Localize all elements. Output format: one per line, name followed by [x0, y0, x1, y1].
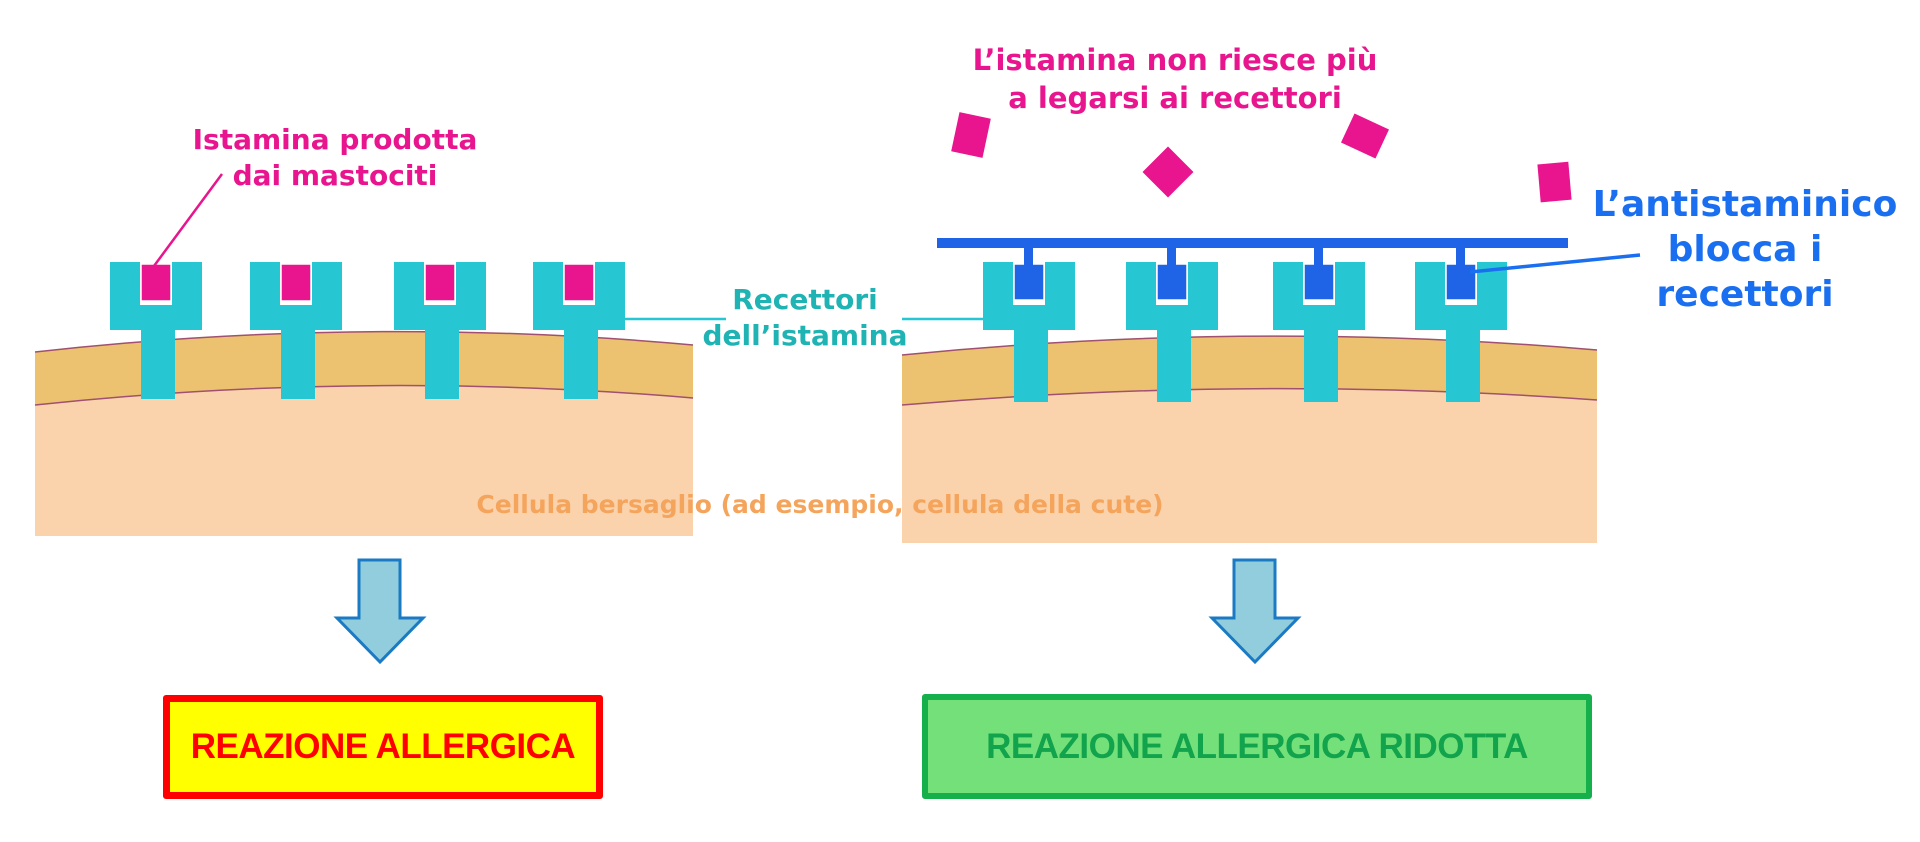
antihistamine-block: [1303, 263, 1335, 301]
reduced-reaction-text: REAZIONE ALLERGICA RIDOTTA: [986, 726, 1528, 766]
free-histamine: [1341, 113, 1389, 159]
histamine-cannot-bind-line-1: L’istamina non riesce più: [972, 43, 1378, 77]
histamine-cannot-bind-label: L’istamina non riesce più a legarsi ai r…: [960, 42, 1390, 117]
bound-histamine: [424, 263, 456, 302]
left-membrane-inner-edge: [34, 384, 694, 406]
allergic-reaction-text: REAZIONE ALLERGICA: [190, 727, 576, 766]
antihistamine-pointer-line: [1469, 253, 1641, 274]
free-histamine: [1142, 146, 1194, 198]
antihistamine-molecule: [937, 238, 1568, 268]
receptor: [983, 262, 1075, 402]
receptor: [533, 262, 625, 399]
histamine-produced-line-2: dai mastociti: [232, 159, 438, 193]
right-membrane-outer-edge: [901, 335, 1598, 356]
histamine-cannot-bind-line-2: a legarsi ai recettori: [1008, 80, 1342, 115]
allergic-reaction-box: REAZIONE ALLERGICA: [163, 695, 603, 799]
right-membrane: [902, 336, 1597, 405]
histamine-pointer-line: [152, 173, 224, 267]
bound-histamine: [140, 263, 172, 302]
antihistamine-connector: [1024, 246, 1033, 268]
receptors-line-2: dell’istamina: [702, 319, 908, 353]
antihistamine-block: [1445, 263, 1477, 301]
antihistamine-line-1: L’antistaminico: [1592, 184, 1898, 225]
right-receptors: [983, 262, 1507, 402]
antihistamine-block: [1013, 263, 1045, 301]
receptors-line-1: Recettori: [732, 283, 878, 316]
free-histamine-group: [951, 112, 1572, 203]
free-histamine: [951, 112, 991, 158]
receptor: [1273, 262, 1365, 402]
right-membrane-inner-edge: [901, 387, 1598, 406]
left-membrane: [35, 331, 693, 405]
bound-histamine: [563, 263, 595, 302]
antihistamine-block: [1156, 263, 1188, 301]
bound-histamine: [280, 263, 312, 302]
target-cell-label: Cellula bersaglio (ad esempio, cellula d…: [476, 490, 1164, 519]
antihistamine-connector: [1314, 246, 1323, 268]
down-arrow-left: [333, 558, 427, 665]
antihistamine-label: L’antistaminico blocca i recettori: [1585, 182, 1905, 317]
antihistamine-bar: [937, 238, 1568, 248]
antihistamine-connector: [1167, 246, 1176, 268]
histamine-produced-label: Istamina prodotta dai mastociti: [190, 122, 480, 195]
reduced-reaction-box: REAZIONE ALLERGICA RIDOTTA: [922, 694, 1592, 799]
free-histamine: [1537, 161, 1572, 203]
left-receptors: [110, 262, 625, 399]
antihistamine-line-3: recettori: [1656, 274, 1834, 315]
receptors-label: Recettori dell’istamina: [695, 282, 915, 355]
left-membrane-outer-edge: [34, 330, 694, 353]
receptor: [394, 262, 486, 399]
antihistamine-connector: [1456, 246, 1465, 268]
receptor: [250, 262, 342, 399]
antihistamine-line-2: blocca i: [1667, 229, 1823, 270]
histamine-produced-line-1: Istamina prodotta: [192, 123, 478, 156]
down-arrow-right: [1208, 558, 1302, 665]
receptor: [1415, 262, 1507, 402]
right-target-cell: [901, 335, 1598, 543]
